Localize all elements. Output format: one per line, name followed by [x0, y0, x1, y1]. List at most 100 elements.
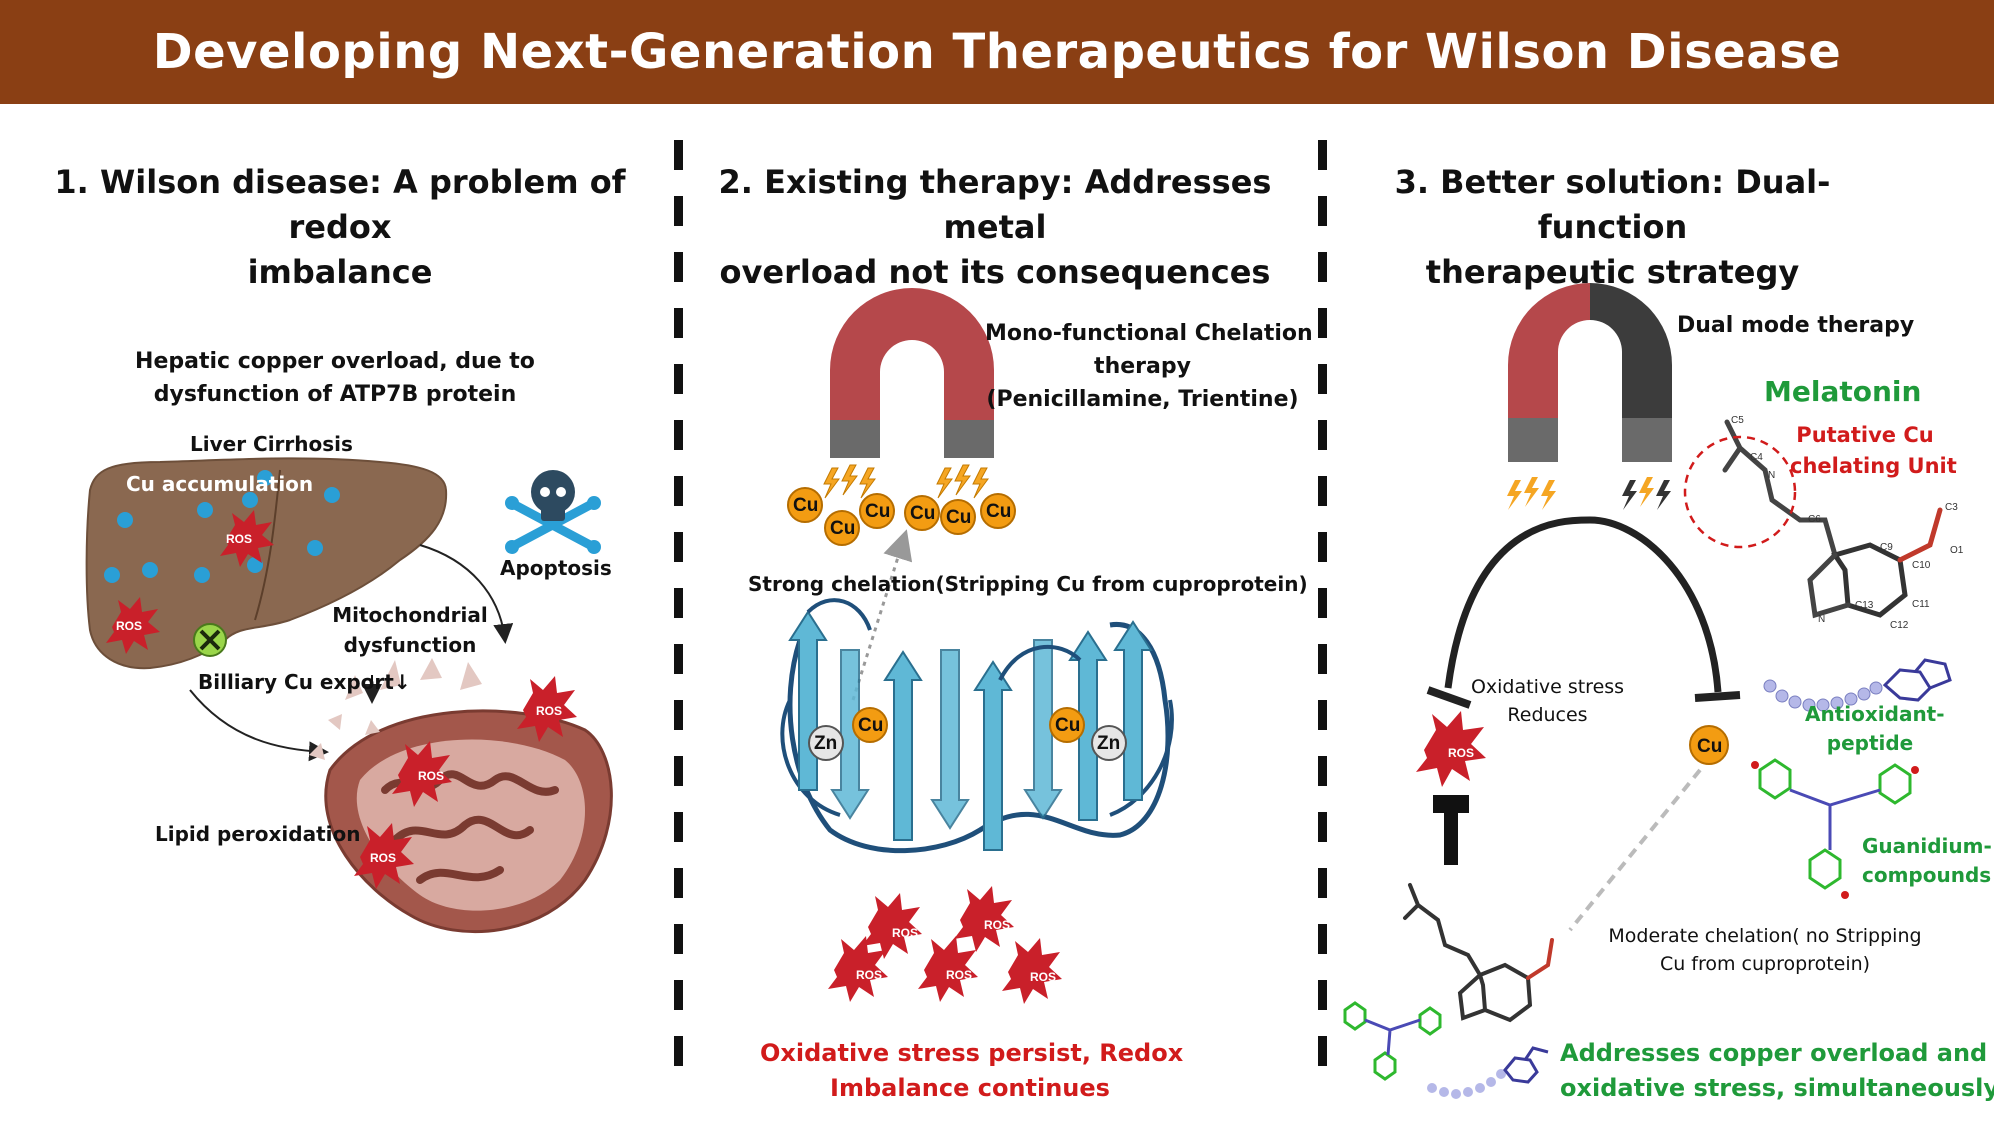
panel-divider-2 [1318, 140, 1327, 1085]
zn-ion: Zn [1091, 725, 1127, 761]
guanidium-compound-icon [1751, 758, 1919, 899]
svg-text:Zn: Zn [1097, 733, 1120, 754]
moderate-chelation-line [1568, 768, 1702, 932]
ros-burst: ROS [918, 936, 978, 1002]
svg-text:Cu: Cu [858, 715, 883, 736]
stripping-arrow [851, 529, 913, 701]
svg-text:Cu: Cu [830, 518, 855, 539]
cu-ion: Cu [859, 493, 895, 529]
blocked-export-icon [193, 623, 227, 657]
ros-burst: ROS [220, 510, 274, 567]
ros-cluster: ROS ROS ROS ROS ROS [828, 886, 1062, 1004]
apoptosis-label: Apoptosis [500, 556, 612, 580]
guanidium-compounds-label: Guanidium-compounds [1862, 834, 1992, 887]
cu-ion: Cu [1689, 725, 1729, 765]
inhibit-bar-left [1426, 686, 1472, 709]
ros-burst: ROS [954, 886, 1014, 952]
liver-cirrhosis-label: Liver Cirrhosis [190, 432, 353, 456]
cu-ion: Cu [980, 493, 1016, 529]
arrow-to-mitochondria [189, 689, 329, 762]
biliary-export-label: Billiary Cu export↓ [198, 670, 411, 694]
svg-text:ROS: ROS [946, 968, 972, 982]
dual-magnet-icon [1508, 283, 1672, 462]
svg-text:Cu: Cu [946, 507, 971, 528]
lipid-peroxidation-label: Lipid peroxidation [155, 822, 361, 846]
ros-burst: ROS [828, 936, 888, 1002]
cu-ion: Cu [852, 707, 888, 743]
cu-ion: Cu [940, 499, 976, 535]
antioxidant-peptide-small [1427, 1046, 1549, 1099]
cu-accumulation-label: Cu accumulation [126, 472, 314, 496]
svg-text:ROS: ROS [370, 851, 396, 865]
melatonin-label: Melatonin [1764, 375, 1922, 408]
svg-text:C11: C11 [1912, 599, 1930, 610]
cu-ions-bound: Cu Cu Cu Cu Cu Cu [787, 487, 1016, 546]
cu-ion: Cu [787, 487, 823, 523]
svg-text:C12: C12 [1890, 620, 1909, 631]
ros-burst: ROS [1416, 711, 1486, 787]
skull-crossbones-icon [505, 470, 601, 554]
magnet-icon [830, 288, 994, 458]
inhibit-block-icon [1433, 795, 1469, 865]
svg-text:ROS: ROS [1448, 746, 1474, 760]
strong-chelation-label: Strong chelation(Stripping Cu from cupro… [748, 572, 1308, 596]
guanidium-compound-small [1343, 1001, 1442, 1081]
svg-text:Cu: Cu [793, 495, 818, 516]
svg-text:N: N [1768, 470, 1775, 481]
title-banner: Developing Next-Generation Therapeutics … [0, 0, 1994, 104]
svg-text:Cu: Cu [865, 501, 890, 522]
svg-text:Cu: Cu [910, 503, 935, 524]
ros-burst: ROS [517, 676, 577, 742]
melatonin-structure-small [1403, 883, 1554, 1023]
svg-text:Zn: Zn [814, 733, 837, 754]
cu-ion: Cu [904, 495, 940, 531]
ros-burst: ROS [106, 597, 160, 654]
svg-text:C9: C9 [1880, 542, 1893, 553]
svg-text:Cu: Cu [986, 501, 1011, 522]
svg-text:O1: O1 [1950, 545, 1964, 556]
panel-divider-1 [674, 140, 683, 1085]
lightning-bolts [823, 464, 989, 499]
melatonin-structure [1722, 419, 1943, 619]
svg-text:C13: C13 [1855, 600, 1874, 611]
svg-text:ROS: ROS [984, 918, 1010, 932]
chelating-unit-highlight [1683, 435, 1797, 549]
ros-burst: ROS [1002, 938, 1062, 1004]
svg-text:C10: C10 [1912, 560, 1931, 571]
dual-action-arc [1444, 516, 1722, 693]
cuproprotein-illustration [780, 598, 1174, 854]
lightning-bolts [1507, 477, 1671, 510]
arrow-to-apoptosis [419, 544, 514, 644]
ros-burst: ROS [862, 893, 922, 959]
svg-text:ROS: ROS [892, 926, 918, 940]
svg-text:Cu: Cu [1055, 715, 1080, 736]
ros-burst: ROS [354, 823, 414, 889]
svg-text:C3: C3 [1945, 502, 1958, 513]
svg-text:ROS: ROS [226, 532, 252, 546]
svg-text:ROS: ROS [116, 619, 142, 633]
ros-burst: ROS [392, 741, 452, 807]
dual-mode-label: Dual mode therapy [1677, 313, 1915, 338]
page-title: Developing Next-Generation Therapeutics … [152, 24, 1842, 80]
cu-ion: Cu [824, 510, 860, 546]
liver-illustration [85, 457, 448, 670]
svg-text:C4: C4 [1750, 452, 1763, 463]
svg-text:C5: C5 [1731, 415, 1744, 426]
svg-text:ROS: ROS [418, 769, 444, 783]
melatonin-atoms: C5 C4 N C6 C9 C10 O1 C3 C11 C12 C13 N [1731, 415, 1964, 631]
svg-text:C6: C6 [1808, 514, 1821, 525]
antioxidant-peptide-icon [1763, 658, 1952, 712]
zn-ion: Zn [808, 725, 844, 761]
antioxidant-peptide-label: Antioxidant-peptide [1805, 702, 1945, 755]
svg-text:Cu: Cu [1697, 736, 1722, 757]
